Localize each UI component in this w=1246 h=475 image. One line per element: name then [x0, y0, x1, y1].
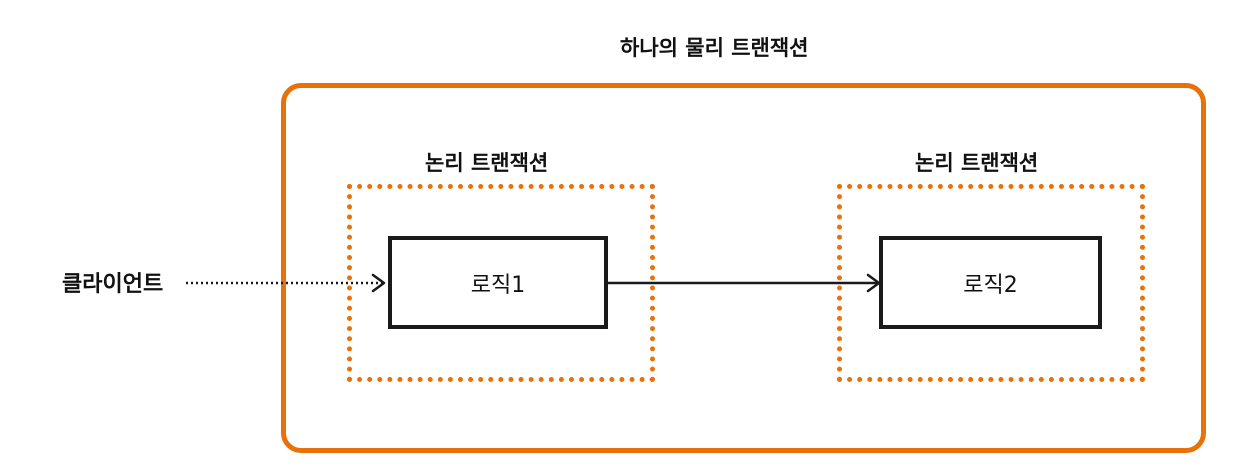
logic-2-label: 로직2 — [963, 272, 1018, 298]
logic-2-box: 로직2 — [879, 236, 1102, 329]
physical-transaction-title: 하나의 물리 트랜잭션 — [620, 36, 809, 60]
logic-1-label: 로직1 — [470, 272, 526, 298]
logical-transaction-1-title: 논리 트랜잭션 — [425, 151, 549, 175]
logic1-to-logic2-arrow — [608, 273, 881, 293]
logic-1-box: 로직1 — [388, 236, 608, 329]
client-label: 클라이언트 — [62, 272, 164, 297]
client-to-logic1-arrow — [186, 273, 386, 293]
physical-transaction-box — [281, 83, 1206, 453]
logical-transaction-2-title: 논리 트랜잭션 — [915, 151, 1039, 175]
